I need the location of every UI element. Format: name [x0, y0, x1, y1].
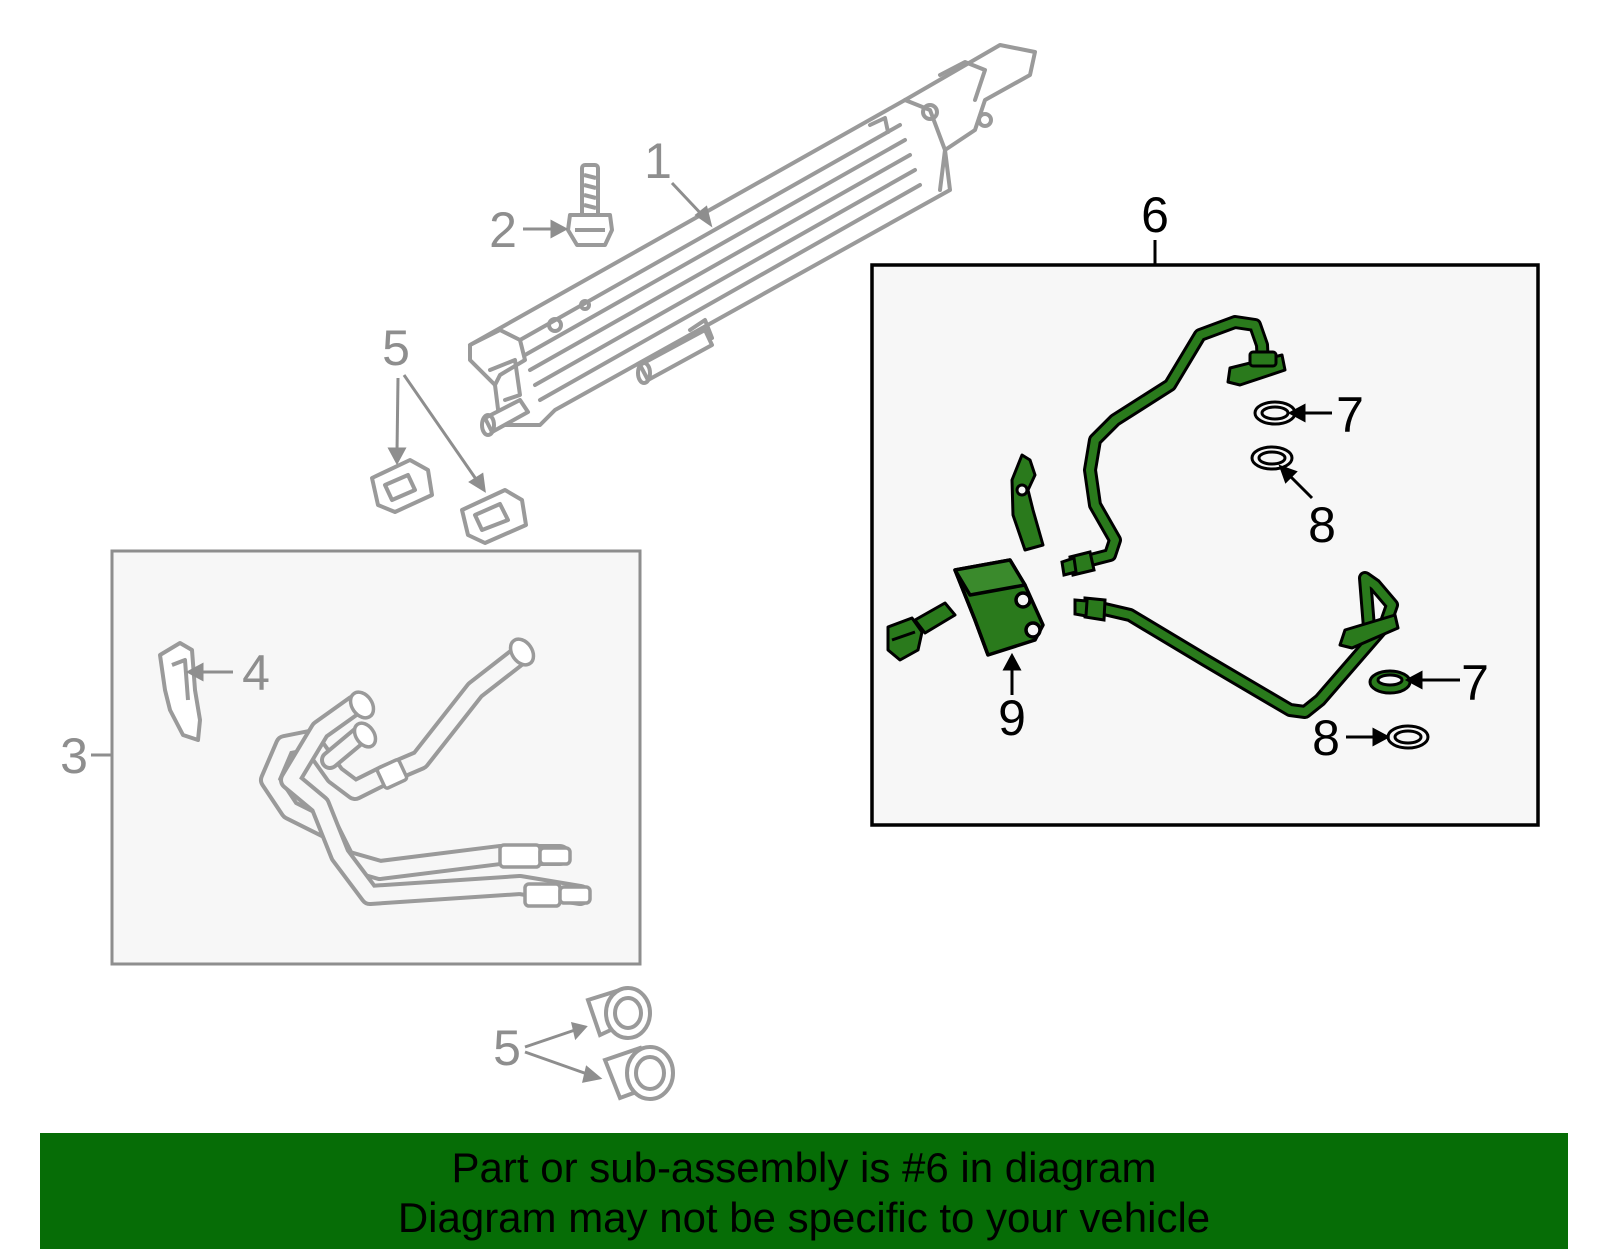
callout-8-bottom: 8	[1312, 710, 1340, 766]
callout-7-bottom: 7	[1461, 655, 1489, 711]
adapter-block-9	[953, 558, 1045, 657]
bolt-box-6	[886, 601, 957, 662]
grey-leader-lines	[91, 181, 713, 1083]
banner-line-1: Part or sub-assembly is #6 in diagram	[451, 1144, 1157, 1191]
o-ring-8-top	[1250, 445, 1294, 471]
callout-7-top: 7	[1336, 387, 1364, 443]
clips-5-top	[370, 458, 528, 545]
sub-assembly-6-box	[870, 263, 1540, 827]
callout-2: 2	[489, 202, 517, 258]
callout-8-top: 8	[1308, 497, 1336, 553]
black-leader-lines	[1002, 403, 1460, 747]
callout-3: 3	[60, 728, 88, 784]
lower-tube-fitting	[1073, 596, 1107, 622]
callout-4: 4	[242, 645, 270, 701]
lower-tube-flange	[1338, 613, 1400, 650]
clip-4	[158, 641, 202, 742]
callout-5-bottom: 5	[493, 1020, 521, 1076]
callout-5-top: 5	[382, 320, 410, 376]
info-banner: Part or sub-assembly is #6 in diagram Di…	[40, 1133, 1568, 1249]
callout-9: 9	[998, 690, 1026, 746]
upper-tube-flange	[1226, 350, 1287, 387]
bracket	[1010, 453, 1045, 552]
upper-tube-fitting	[1060, 550, 1096, 577]
lower-cooler-tube	[1093, 571, 1399, 719]
bolt-2	[566, 163, 614, 247]
hose-fittings-3	[348, 637, 592, 908]
upper-cooler-tube	[1076, 315, 1270, 569]
callout-1: 1	[644, 133, 672, 189]
oil-cooler	[468, 43, 1037, 437]
caps-5-bottom	[585, 986, 675, 1101]
callout-6: 6	[1141, 187, 1169, 243]
banner-line-2: Diagram may not be specific to your vehi…	[397, 1194, 1211, 1241]
